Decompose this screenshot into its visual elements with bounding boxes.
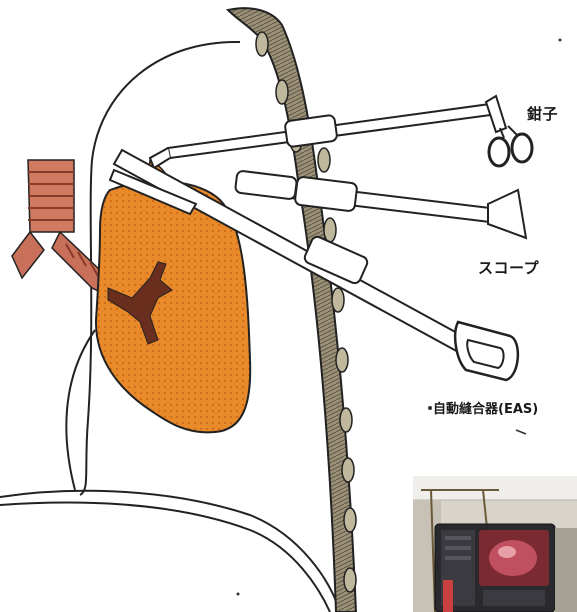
- forceps-label: 鉗子: [527, 103, 558, 124]
- stapler-label: 自動縫合器(EAS): [433, 398, 538, 417]
- monitor-photo: [413, 476, 577, 612]
- scope-icon: [235, 170, 526, 238]
- scope-label: スコープ: [478, 257, 539, 278]
- forceps-icon: [150, 96, 532, 168]
